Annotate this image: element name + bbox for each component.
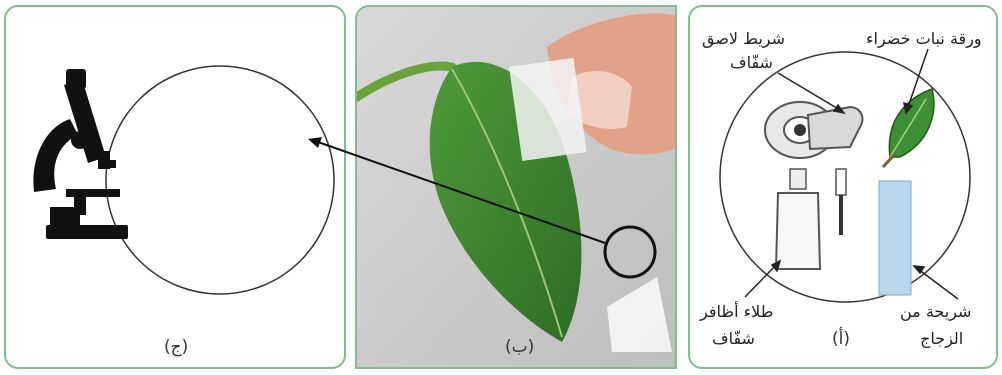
slide-label-line2: الزجاج xyxy=(920,329,963,348)
panel-a-caption: (أ) xyxy=(832,329,850,349)
nail-polish-bottle-icon xyxy=(776,169,820,269)
panel-c-caption: (ج) xyxy=(164,337,188,357)
magnified-view-circle xyxy=(106,66,334,294)
panel-b-graphics xyxy=(357,7,677,369)
glass-slide-icon xyxy=(879,181,911,295)
tape-label-line1: شريط لاصق xyxy=(702,29,785,48)
panel-c-microscope-view: (ج) xyxy=(4,5,346,369)
panel-a-materials: شريط لاصق شفّاف ورقة نبات خضراء طلاء أظا… xyxy=(688,5,998,369)
panel-b-caption: (ب) xyxy=(505,337,534,357)
brush-icon xyxy=(836,169,846,235)
nail-polish-label-line1: طلاء أظافر xyxy=(700,302,773,321)
nail-polish-label-line2: شفّاف xyxy=(712,329,755,348)
panel-b-photo: (ب) xyxy=(355,5,677,369)
tape-dispenser-icon xyxy=(765,102,862,158)
tape-strip-photo xyxy=(509,58,587,161)
slide-label-line1: شريحة من xyxy=(900,302,971,321)
leaf-label: ورقة نبات خضراء xyxy=(866,29,982,48)
tape-label-line2: شفّاف xyxy=(730,53,773,72)
leaf-icon xyxy=(883,89,934,167)
panel-c-graphics xyxy=(6,7,348,371)
